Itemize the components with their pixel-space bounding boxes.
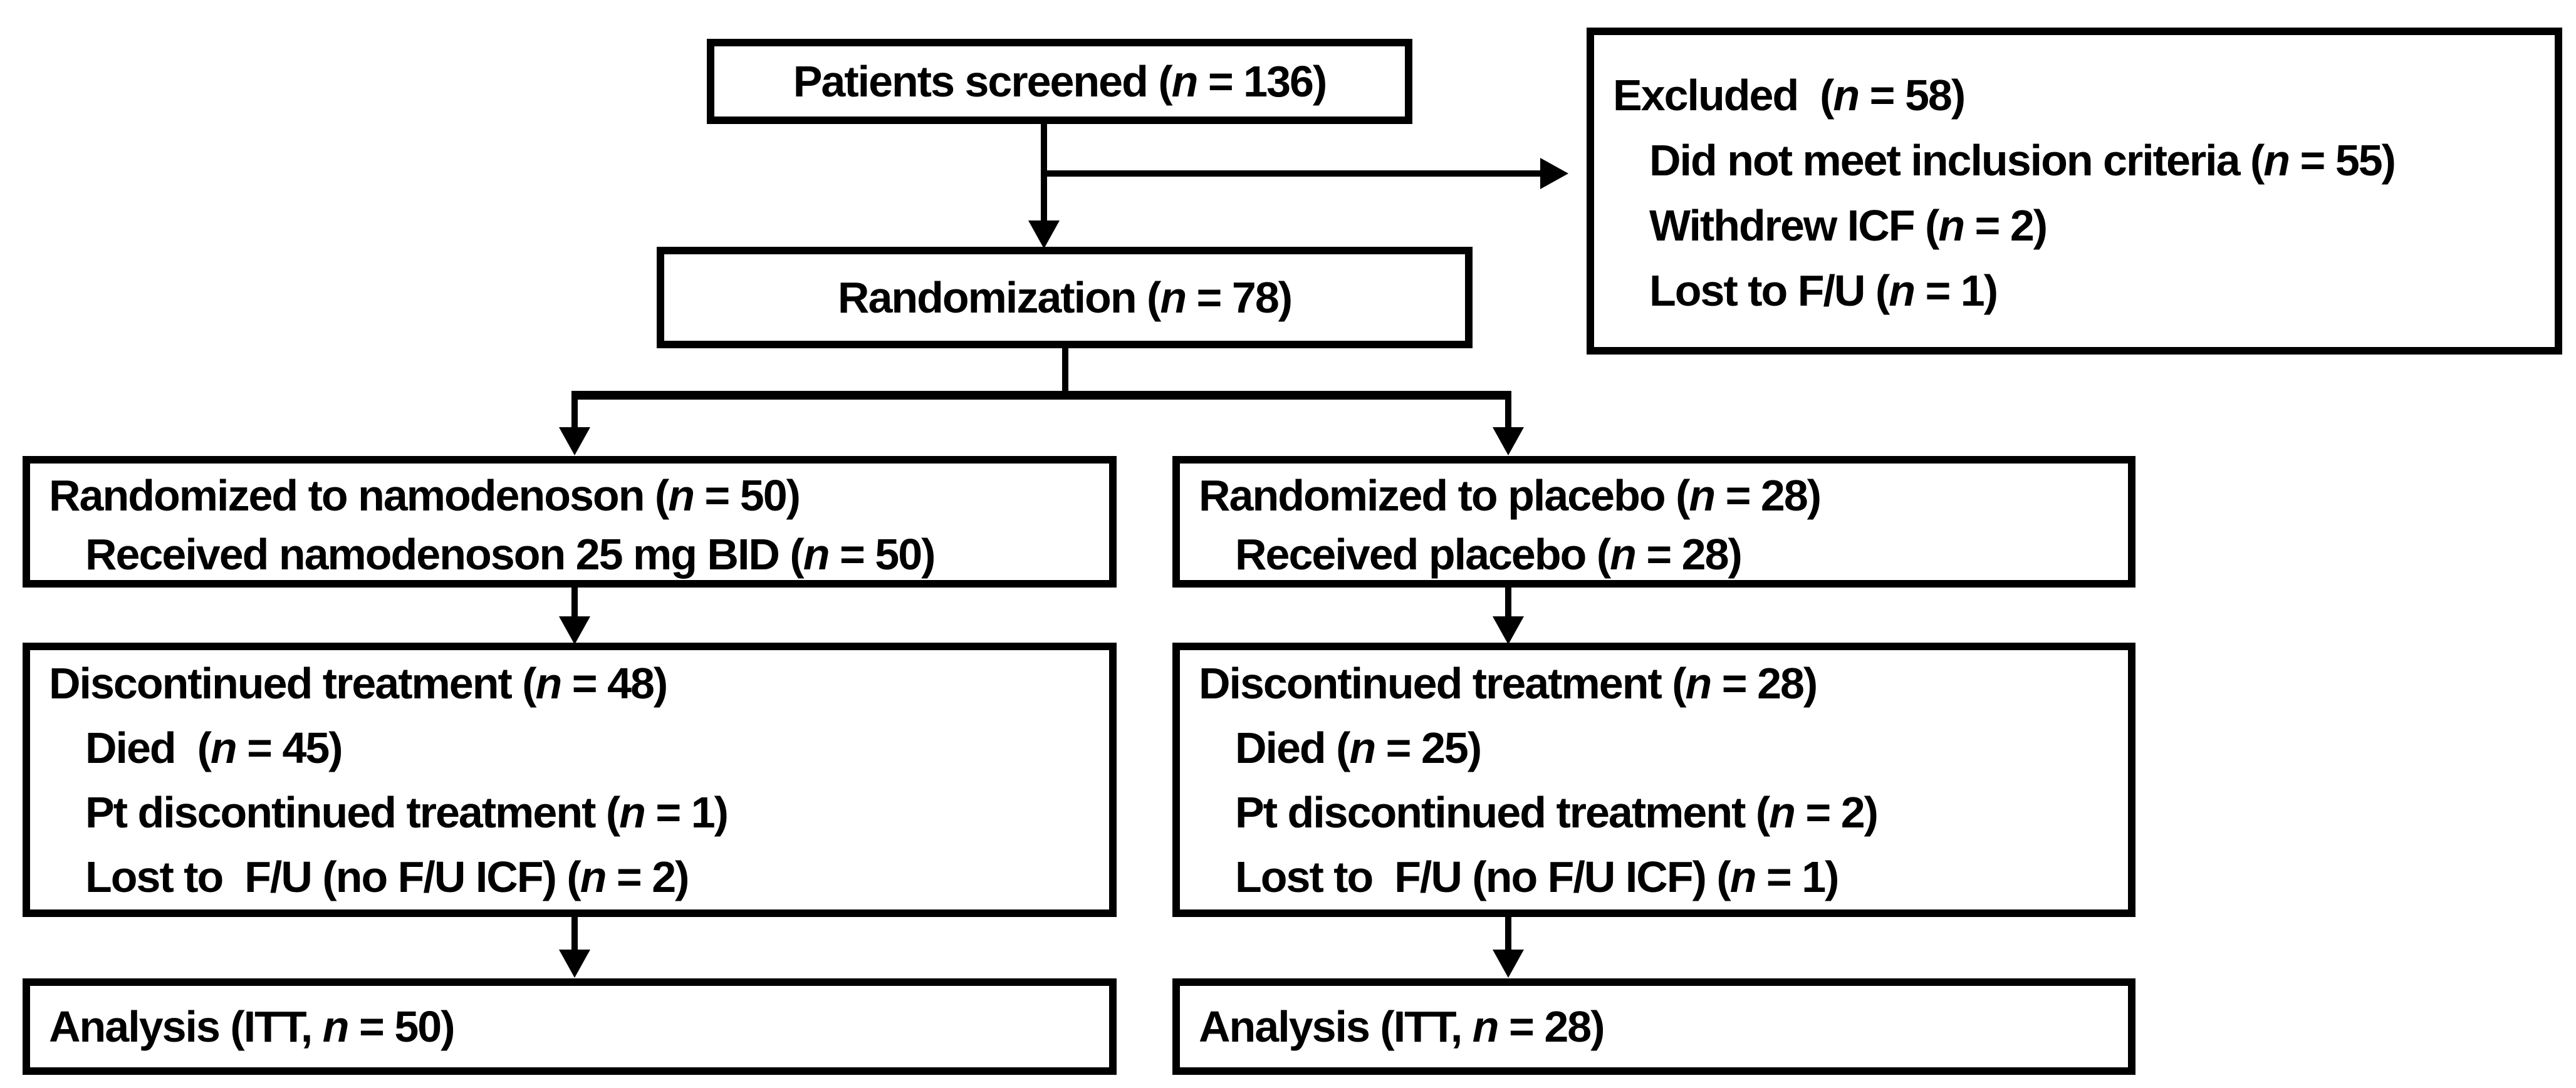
box-line: Excluded (n = 58)	[1613, 71, 1966, 120]
arrowhead-right-excluded	[1540, 158, 1568, 189]
connector-randomization-split-bar	[571, 391, 1511, 400]
connector-screened-to-excluded	[1041, 170, 1542, 177]
box-line: Died (n = 25)	[1235, 723, 1482, 772]
connector-split-to-placebo	[1505, 391, 1511, 430]
connector-placebo-to-analysis	[1505, 917, 1511, 952]
randomization-box: Randomization (n = 78)	[657, 247, 1473, 348]
connector-split-to-namodenoson	[571, 391, 578, 430]
namodenoson-discontinued-box: Discontinued treatment (n = 48) Died (n …	[23, 643, 1117, 917]
box-line: Received placebo (n = 28)	[1235, 530, 1743, 579]
box-line: Lost to F/U (no F/U ICF) (n = 2)	[85, 852, 690, 901]
box-line: Pt discontinued treatment (n = 1)	[85, 788, 729, 837]
placebo-discontinued-box: Discontinued treatment (n = 28) Died (n …	[1172, 643, 2135, 917]
patients-screened-box: Patients screened (n = 136)	[707, 39, 1412, 124]
connector-randomization-stem	[1062, 348, 1068, 393]
box-line: Did not meet inclusion criteria (n = 55)	[1649, 136, 2396, 185]
box-line: Randomization (n = 78)	[837, 273, 1293, 322]
box-line: Discontinued treatment (n = 28)	[1199, 659, 1818, 708]
arrowhead-down-placebo-discontinued	[1493, 616, 1524, 645]
arrowhead-down-placebo-arm	[1493, 427, 1524, 455]
box-line: Pt discontinued treatment (n = 2)	[1235, 788, 1879, 837]
namodenoson-analysis-box: Analysis (ITT, n = 50)	[23, 978, 1117, 1075]
box-line: Analysis (ITT, n = 50)	[49, 1002, 456, 1051]
arrowhead-down-namodenoson-discontinued	[559, 616, 590, 645]
excluded-box: Excluded (n = 58) Did not meet inclusion…	[1587, 28, 2562, 355]
arrowhead-down-randomization	[1028, 220, 1060, 249]
placebo-arm-box: Randomized to placebo (n = 28) Received …	[1172, 456, 2135, 588]
box-line: Died (n = 45)	[85, 723, 343, 772]
box-line: Lost to F/U (no F/U ICF) (n = 1)	[1235, 852, 1840, 901]
box-line: Patients screened (n = 136)	[793, 57, 1328, 106]
box-line: Withdrew ICF (n = 2)	[1649, 201, 2048, 250]
box-line: Received namodenoson 25 mg BID (n = 50)	[85, 530, 936, 579]
namodenoson-arm-box: Randomized to namodenoson (n = 50) Recei…	[23, 456, 1117, 588]
connector-placebo-to-discontinued	[1505, 588, 1511, 619]
arrowhead-down-namodenoson-analysis	[559, 950, 590, 978]
box-line: Analysis (ITT, n = 28)	[1199, 1002, 1605, 1051]
arrowhead-down-placebo-analysis	[1493, 950, 1524, 978]
connector-namodenoson-to-discontinued	[571, 588, 578, 619]
box-line: Lost to F/U (n = 1)	[1649, 266, 1998, 315]
box-line: Randomized to placebo (n = 28)	[1199, 471, 1822, 520]
box-line: Discontinued treatment (n = 48)	[49, 659, 668, 708]
connector-namodenoson-to-analysis	[571, 917, 578, 952]
arrowhead-down-namodenoson-arm	[559, 427, 590, 455]
placebo-analysis-box: Analysis (ITT, n = 28)	[1172, 978, 2135, 1075]
box-line: Randomized to namodenoson (n = 50)	[49, 471, 801, 520]
